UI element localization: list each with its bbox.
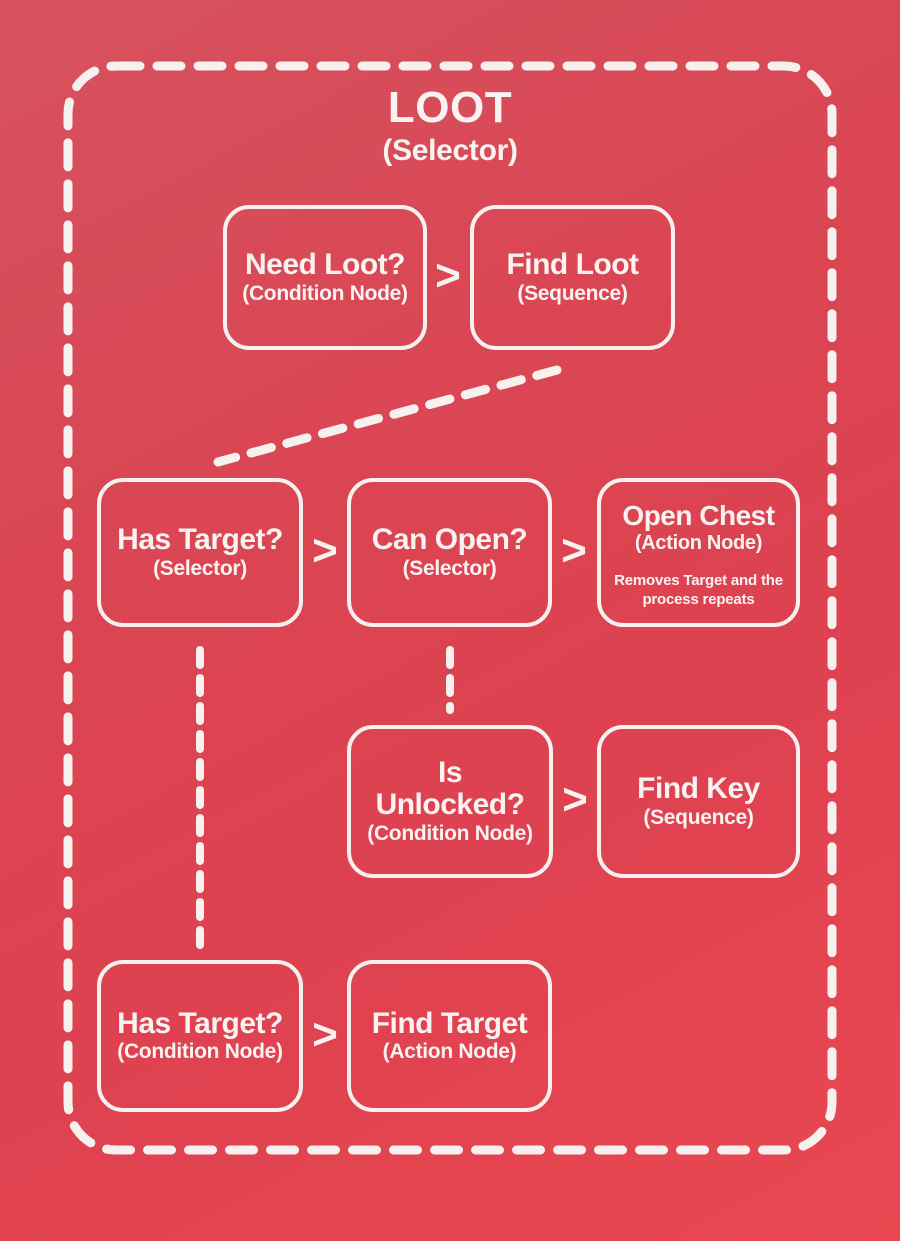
node-subtitle: (Action Node) [634,531,763,554]
node-open-chest: Open Chest (Action Node) Removes Target … [597,478,800,627]
root-title: LOOT [387,83,513,132]
node-subtitle: (Condition Node) [242,281,408,305]
node-title: Has Target? [117,1006,283,1040]
node-subtitle: (Selector) [402,556,497,580]
node-is-unlocked: Is Unlocked? (Condition Node) [347,725,553,878]
node-subtitle: (Sequence) [517,281,628,305]
node-title: Has Target? [117,523,283,557]
node-title: Find Key [637,772,760,806]
node-can-open: Can Open? (Selector) [347,478,552,627]
node-subtitle: (Action Node) [382,1040,517,1064]
node-has-target-condition: Has Target? (Condition Node) [97,960,303,1112]
node-title: Find Loot [506,248,639,282]
node-subtitle: (Selector) [153,556,247,580]
node-title: Can Open? [371,523,528,557]
root-group-dashed-border [63,61,837,1155]
node-subtitle: (Condition Node) [117,1040,283,1064]
gt-arrow: > [312,1010,338,1060]
gt-arrow: > [562,775,588,825]
root-subtitle: (Selector) [382,134,518,167]
node-subtitle: (Condition Node) [367,821,533,845]
node-title: Find Target [371,1006,528,1040]
node-has-target-selector: Has Target? (Selector) [97,478,303,627]
node-find-target: Find Target (Action Node) [347,960,552,1112]
node-find-loot: Find Loot (Sequence) [470,205,675,350]
node-title: Need Loot? [245,248,406,282]
gt-arrow: > [435,251,461,301]
node-subtitle: (Sequence) [643,805,754,829]
node-note: Removes Target and the process repeats [614,571,783,609]
node-title: Is Unlocked? [375,756,525,822]
node-need-loot: Need Loot? (Condition Node) [223,205,427,350]
node-find-key: Find Key (Sequence) [597,725,800,878]
root-node-label: LOOT (Selector) [68,86,832,166]
connector-find-loot-to-has-target [213,365,562,467]
node-title: Open Chest [622,500,775,532]
gt-arrow: > [312,526,338,576]
gt-arrow: > [561,526,587,576]
